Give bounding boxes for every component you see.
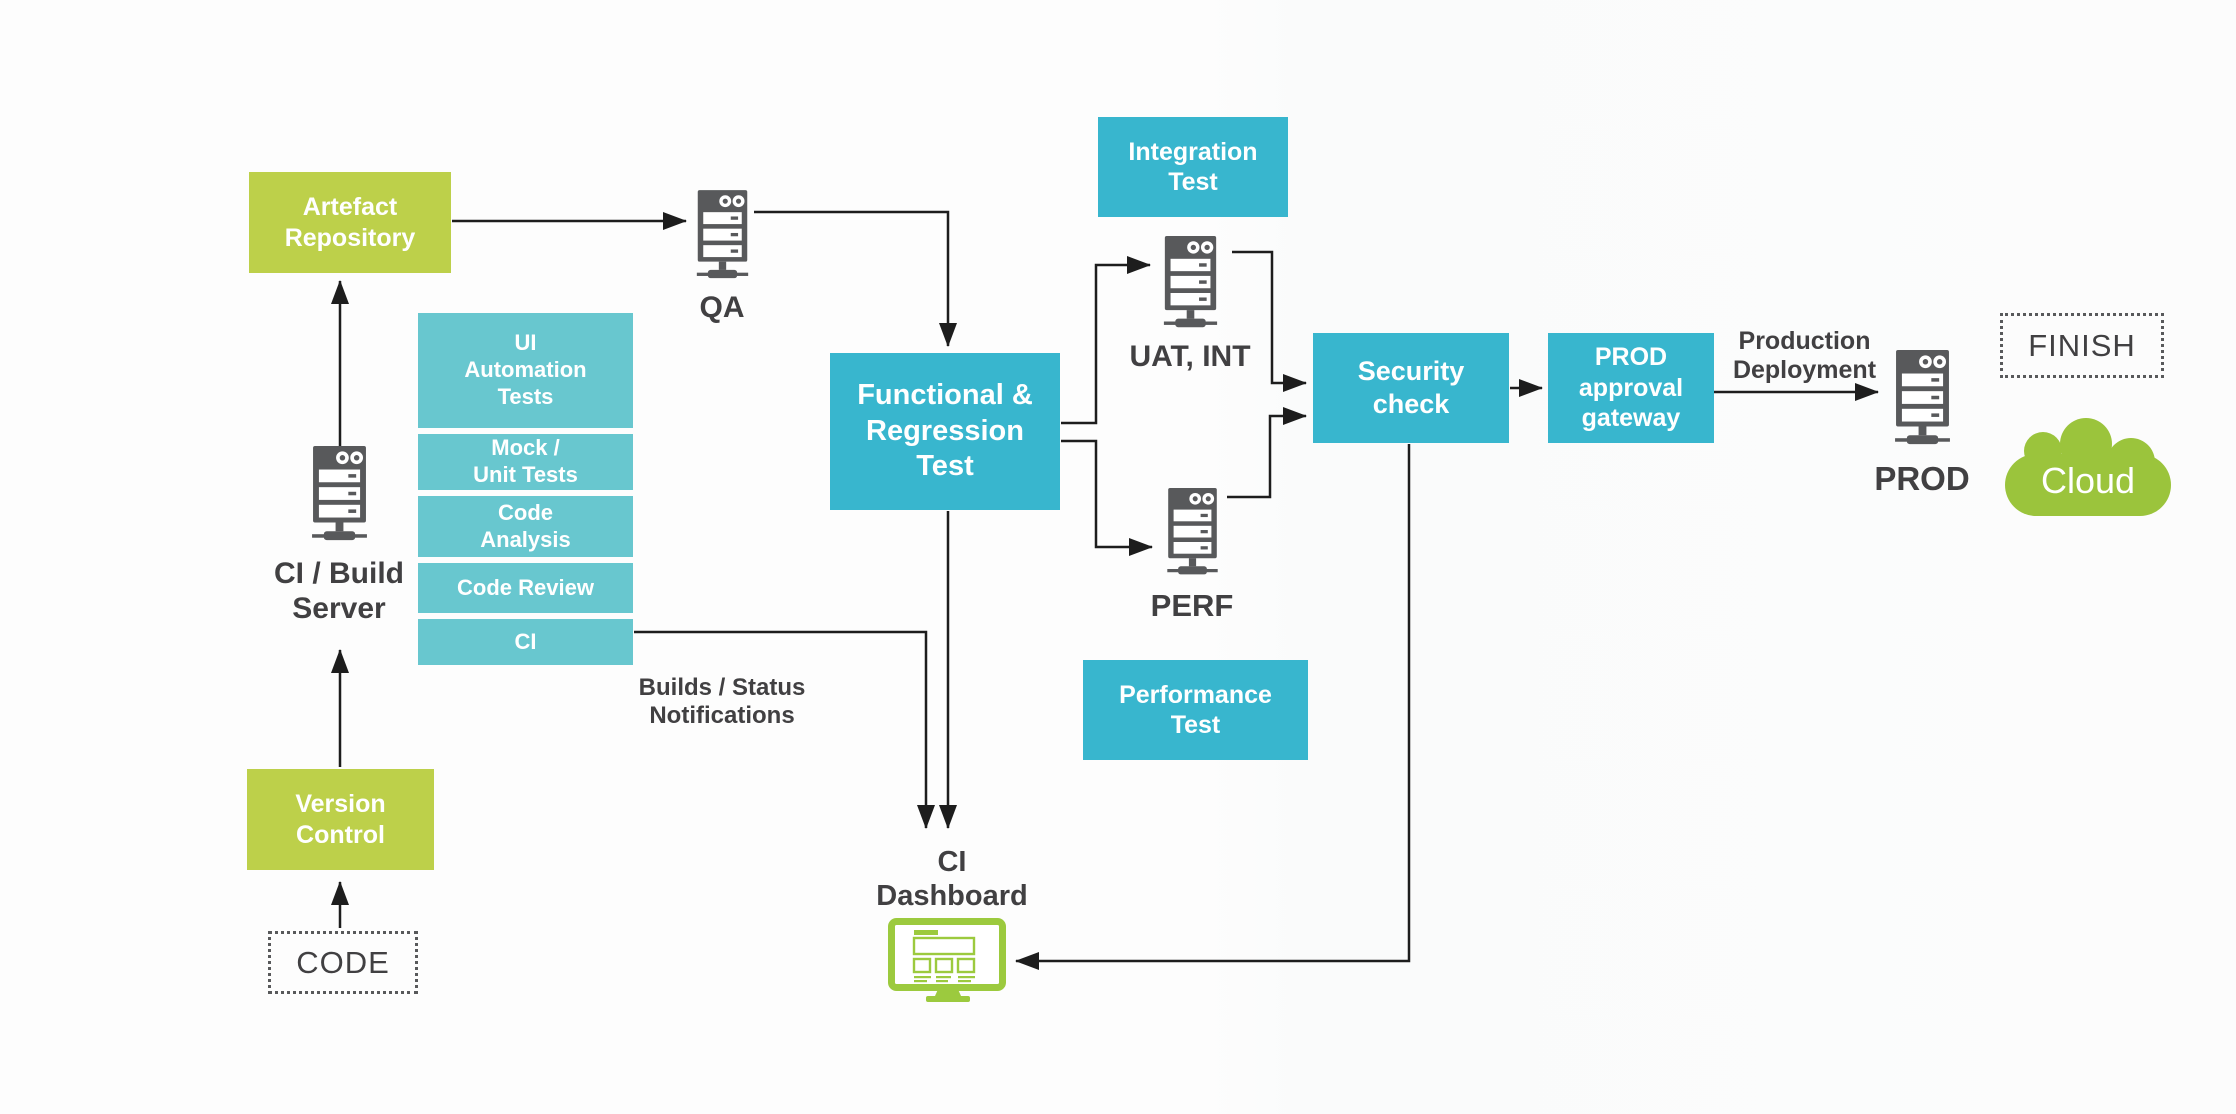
ci-dashboard-monitor <box>888 918 1008 1006</box>
functional-regression-test-box: Functional & Regression Test <box>830 353 1060 510</box>
connector-perf-to-security-check <box>1227 407 1307 499</box>
qa-server-node: QA <box>642 190 802 325</box>
ci-build-server-node: CI / Build Server <box>239 446 439 627</box>
integration-test-box: Integration Test <box>1098 117 1288 217</box>
server-icon <box>1893 350 1952 448</box>
qa-server-label: QA <box>699 291 745 324</box>
server-icon <box>1164 488 1221 578</box>
connector-uat-to-security-check <box>1232 250 1307 392</box>
ci-dashboard-label: CI Dashboard <box>876 845 1028 912</box>
pipeline-stage-stack: UI Automation Tests Mock / Unit Tests Co… <box>418 313 633 671</box>
perf-server-label: PERF <box>1150 588 1234 623</box>
connector-functional-test-to-uat <box>1061 256 1151 425</box>
prod-approval-gateway-box: PROD approval gateway <box>1548 333 1714 443</box>
builds-status-notifications-label: Builds / Status Notifications <box>638 673 806 729</box>
production-deployment-label: Production Deployment <box>1732 326 1877 385</box>
cloud-label: Cloud <box>2040 460 2136 501</box>
server-icon <box>1162 236 1219 331</box>
uat-int-server-node: UAT, INT <box>1110 236 1270 374</box>
connector-qa-to-functional-test <box>754 210 957 347</box>
finish-box: FINISH <box>2000 313 2164 378</box>
prod-server-node: PROD <box>1842 350 2002 499</box>
version-control-box: Version Control <box>247 769 434 870</box>
dashboard-monitor-icon <box>888 918 1008 1006</box>
connector-functional-test-to-perf <box>1061 439 1153 556</box>
code-start-box: CODE <box>268 931 418 994</box>
connector-security-check-to-dashboard <box>1015 444 1411 970</box>
security-check-box: Security check <box>1313 333 1509 443</box>
stack-item-code-review: Code Review <box>418 563 633 613</box>
ci-build-server-label: CI / Build Server <box>274 557 404 626</box>
stack-item-mock-unit-tests: Mock / Unit Tests <box>418 434 633 490</box>
cloud-node: Cloud <box>2003 418 2173 518</box>
connector-ci-to-dashboard <box>634 630 935 829</box>
uat-int-server-label: UAT, INT <box>1129 340 1251 373</box>
artefact-repository-box: Artefact Repository <box>249 172 451 273</box>
stack-item-code-analysis: Code Analysis <box>418 496 633 557</box>
server-icon <box>310 446 369 544</box>
server-icon <box>695 190 750 282</box>
stack-item-ci: CI <box>418 619 633 665</box>
perf-server-node: PERF <box>1112 488 1272 625</box>
stack-item-ui-automation-tests: UI Automation Tests <box>418 313 633 428</box>
prod-server-label: PROD <box>1874 460 1970 497</box>
performance-test-box: Performance Test <box>1083 660 1308 760</box>
